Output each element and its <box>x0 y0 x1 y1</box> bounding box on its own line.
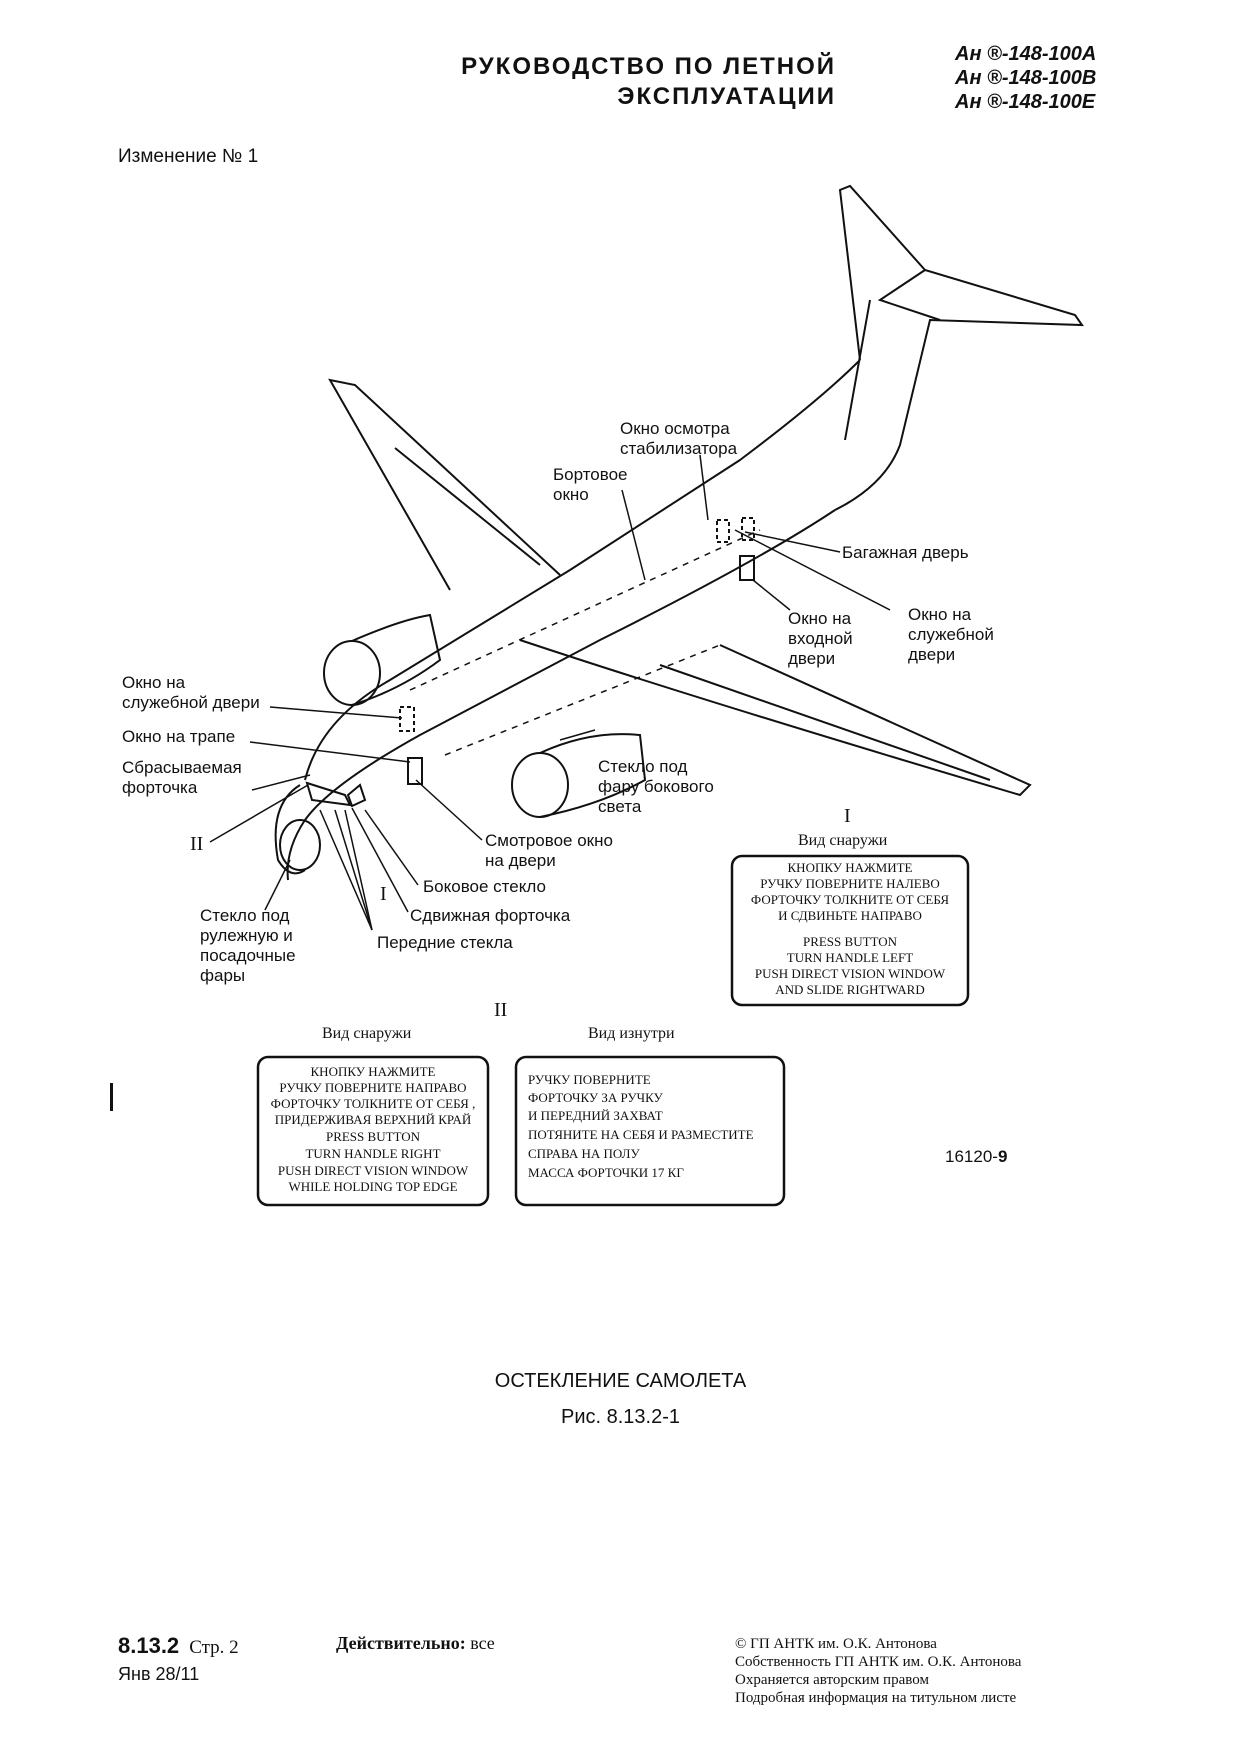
aircraft-drawing <box>274 184 1084 881</box>
label-service-door-right-1: Окно на <box>908 605 972 624</box>
label-entry-door-window-3: двери <box>788 649 835 668</box>
copyright-line-3: Охраняется авторским правом <box>735 1672 929 1688</box>
svg-text:ФОРТОЧКУ ТОЛКНИТЕ ОТ СЕБЯ ,: ФОРТОЧКУ ТОЛКНИТЕ ОТ СЕБЯ , <box>271 1096 476 1111</box>
label-service-door-left-2: служебной двери <box>122 693 260 712</box>
svg-text:ПРИДЕРЖИВАЯ ВЕРХНИЙ КРАЙ: ПРИДЕРЖИВАЯ ВЕРХНИЙ КРАЙ <box>275 1112 472 1127</box>
svg-text:ФОРТОЧКУ ТОЛКНИТЕ ОТ СЕБЯ: ФОРТОЧКУ ТОЛКНИТЕ ОТ СЕБЯ <box>751 892 949 907</box>
change-bar <box>110 1083 113 1111</box>
diagram-labels: Окно осмотра стабилизатора Бортовое окно… <box>122 419 994 985</box>
label-landing-light-2: рулежную и <box>200 926 293 945</box>
label-landing-light-4: фары <box>200 966 245 985</box>
copyright-line-1: © ГП АНТК им. О.К. Антонова <box>735 1636 937 1652</box>
copyright-line-4: Подробная информация на титульном листе <box>735 1690 1017 1706</box>
svg-text:РУЧКУ ПОВЕРНИТЕ НАЛЕВО: РУЧКУ ПОВЕРНИТЕ НАЛЕВО <box>760 876 940 891</box>
section-number: 8.13.2 <box>118 1633 180 1658</box>
footer-validity: Действительно: все <box>336 1633 495 1654</box>
svg-text:AND SLIDE RIGHTWARD: AND SLIDE RIGHTWARD <box>775 982 925 997</box>
svg-text:TURN HANDLE LEFT: TURN HANDLE LEFT <box>787 950 913 965</box>
model-a: Ан ®-148-100A <box>955 43 1097 65</box>
placard-view-one-outside <box>730 854 970 1007</box>
svg-text:ПОТЯНИТЕ НА СЕБЯ И РАЗМЕСТИТЕ: ПОТЯНИТЕ НА СЕБЯ И РАЗМЕСТИТЕ <box>528 1127 754 1142</box>
label-cargo-door: Багажная дверь <box>842 543 969 562</box>
label-jettison-window-2: форточка <box>122 778 198 797</box>
view-two-inside-label: Вид изнутри <box>588 1025 675 1042</box>
figure-number: Рис. 8.13.2-1 <box>560 1406 680 1428</box>
label-front-glass: Передние стекла <box>377 933 513 952</box>
label-sidelight-glass-2: фару бокового <box>598 777 714 796</box>
label-entry-door-window-1: Окно на <box>788 609 852 628</box>
change-note: Изменение № 1 <box>118 146 259 167</box>
label-side-window-2: окно <box>553 485 589 504</box>
figure-code: 16120-9 <box>945 1147 1007 1166</box>
copyright-line-2: Собственность ГП АНТК им. О.К. Антонова <box>735 1654 1022 1670</box>
svg-text:PRESS BUTTON: PRESS BUTTON <box>803 934 898 949</box>
svg-text:РУЧКУ ПОВЕРНИТЕ: РУЧКУ ПОВЕРНИТЕ <box>528 1072 651 1087</box>
label-side-window-1: Бортовое <box>553 465 628 484</box>
svg-text:МАССА ФОРТОЧКИ 17 КГ: МАССА ФОРТОЧКИ 17 КГ <box>528 1165 684 1180</box>
svg-text:КНОПКУ НАЖМИТЕ: КНОПКУ НАЖМИТЕ <box>311 1064 436 1079</box>
svg-text:PUSH DIRECT VISION WINDOW: PUSH DIRECT VISION WINDOW <box>278 1163 469 1178</box>
placard-view-two-outside <box>256 1055 490 1207</box>
svg-text:ФОРТОЧКУ ЗА РУЧКУ: ФОРТОЧКУ ЗА РУЧКУ <box>528 1090 663 1105</box>
label-side-glass: Боковое стекло <box>423 877 546 896</box>
label-sidelight-glass-1: Стекло под <box>598 757 688 776</box>
label-entry-door-window-2: входной <box>788 629 853 648</box>
label-sliding-window: Сдвижная форточка <box>410 906 571 925</box>
label-door-viewport-2: на двери <box>485 851 556 870</box>
view-two-numeral: II <box>494 999 507 1021</box>
svg-text:TURN HANDLE RIGHT: TURN HANDLE RIGHT <box>305 1146 440 1161</box>
label-door-viewport-1: Смотровое окно <box>485 831 613 850</box>
svg-text:И СДВИНЬТЕ НАПРАВО: И СДВИНЬТЕ НАПРАВО <box>778 908 922 923</box>
validity-label: Действительно: <box>336 1633 466 1653</box>
view-one-numeral: I <box>844 805 851 827</box>
label-service-door-left-1: Окно на <box>122 673 186 692</box>
marker-one-near-nose: I <box>380 883 387 905</box>
footer-copyright: © ГП АНТК им. О.К. Антонова Собственност… <box>735 1635 1021 1707</box>
svg-text:И ПЕРЕДНИЙ ЗАХВАТ: И ПЕРЕДНИЙ ЗАХВАТ <box>528 1108 663 1123</box>
svg-text:РУЧКУ ПОВЕРНИТЕ НАПРАВО: РУЧКУ ПОВЕРНИТЕ НАПРАВО <box>279 1080 466 1095</box>
label-landing-light-1: Стекло под <box>200 906 290 925</box>
svg-text:КНОПКУ НАЖМИТЕ: КНОПКУ НАЖМИТЕ <box>788 860 913 875</box>
label-sidelight-glass-3: света <box>598 797 642 816</box>
revision-date: Янв 28/11 <box>118 1664 200 1684</box>
label-service-door-right-3: двери <box>908 645 955 664</box>
svg-text:PRESS BUTTON: PRESS BUTTON <box>326 1129 421 1144</box>
label-stab-window-2: стабилизатора <box>620 439 738 458</box>
svg-text:СПРАВА НА ПОЛУ: СПРАВА НА ПОЛУ <box>528 1146 640 1161</box>
placard-view-two-inside <box>514 1055 786 1207</box>
placard-view-two-outside-text: КНОПКУ НАЖМИТЕ РУЧКУ ПОВЕРНИТЕ НАПРАВО Ф… <box>271 1064 476 1194</box>
aircraft-models: Ан ®-148-100A Ан ®-148-100B Ан ®-148-100… <box>955 42 1096 114</box>
label-jettison-window-1: Сбрасываемая <box>122 758 242 777</box>
label-service-door-right-2: служебной <box>908 625 994 644</box>
svg-text:PUSH DIRECT VISION WINDOW: PUSH DIRECT VISION WINDOW <box>755 966 946 981</box>
view-two-outside-label: Вид снаружи <box>322 1025 412 1042</box>
label-ladder-window: Окно на трапе <box>122 727 235 746</box>
model-b: Ан ®-148-100B <box>955 67 1097 89</box>
placard-view-two-inside-text: РУЧКУ ПОВЕРНИТЕ ФОРТОЧКУ ЗА РУЧКУ И ПЕРЕ… <box>528 1072 754 1180</box>
validity-value: все <box>470 1633 495 1653</box>
manual-title: РУКОВОДСТВО ПО ЛЕТНОЙ ЭКСПЛУАТАЦИИ <box>461 52 836 112</box>
placard-view-one-text: КНОПКУ НАЖМИТЕ РУЧКУ ПОВЕРНИТЕ НАЛЕВО ФО… <box>751 860 949 997</box>
manual-title-line1: РУКОВОДСТВО ПО ЛЕТНОЙ <box>461 53 836 80</box>
label-landing-light-3: посадочные <box>200 946 296 965</box>
marker-two-near-nose: II <box>190 833 203 855</box>
footer-section: 8.13.2 Стр. 2 Янв 28/11 <box>118 1633 239 1687</box>
manual-title-line2: ЭКСПЛУАТАЦИИ <box>617 83 836 110</box>
figure-title: ОСТЕКЛЕНИЕ САМОЛЕТА <box>494 1370 747 1392</box>
svg-text:WHILE HOLDING TOP EDGE: WHILE HOLDING TOP EDGE <box>288 1179 457 1194</box>
aircraft-glazing-diagram: Окно осмотра стабилизатора Бортовое окно… <box>122 184 1084 1207</box>
view-one-outside-label: Вид снаружи <box>798 832 888 849</box>
leader-lines <box>209 454 891 931</box>
model-e: Ан ®-148-100E <box>955 91 1096 113</box>
page-number: Стр. 2 <box>189 1637 239 1658</box>
label-stab-window-1: Окно осмотра <box>620 419 730 438</box>
